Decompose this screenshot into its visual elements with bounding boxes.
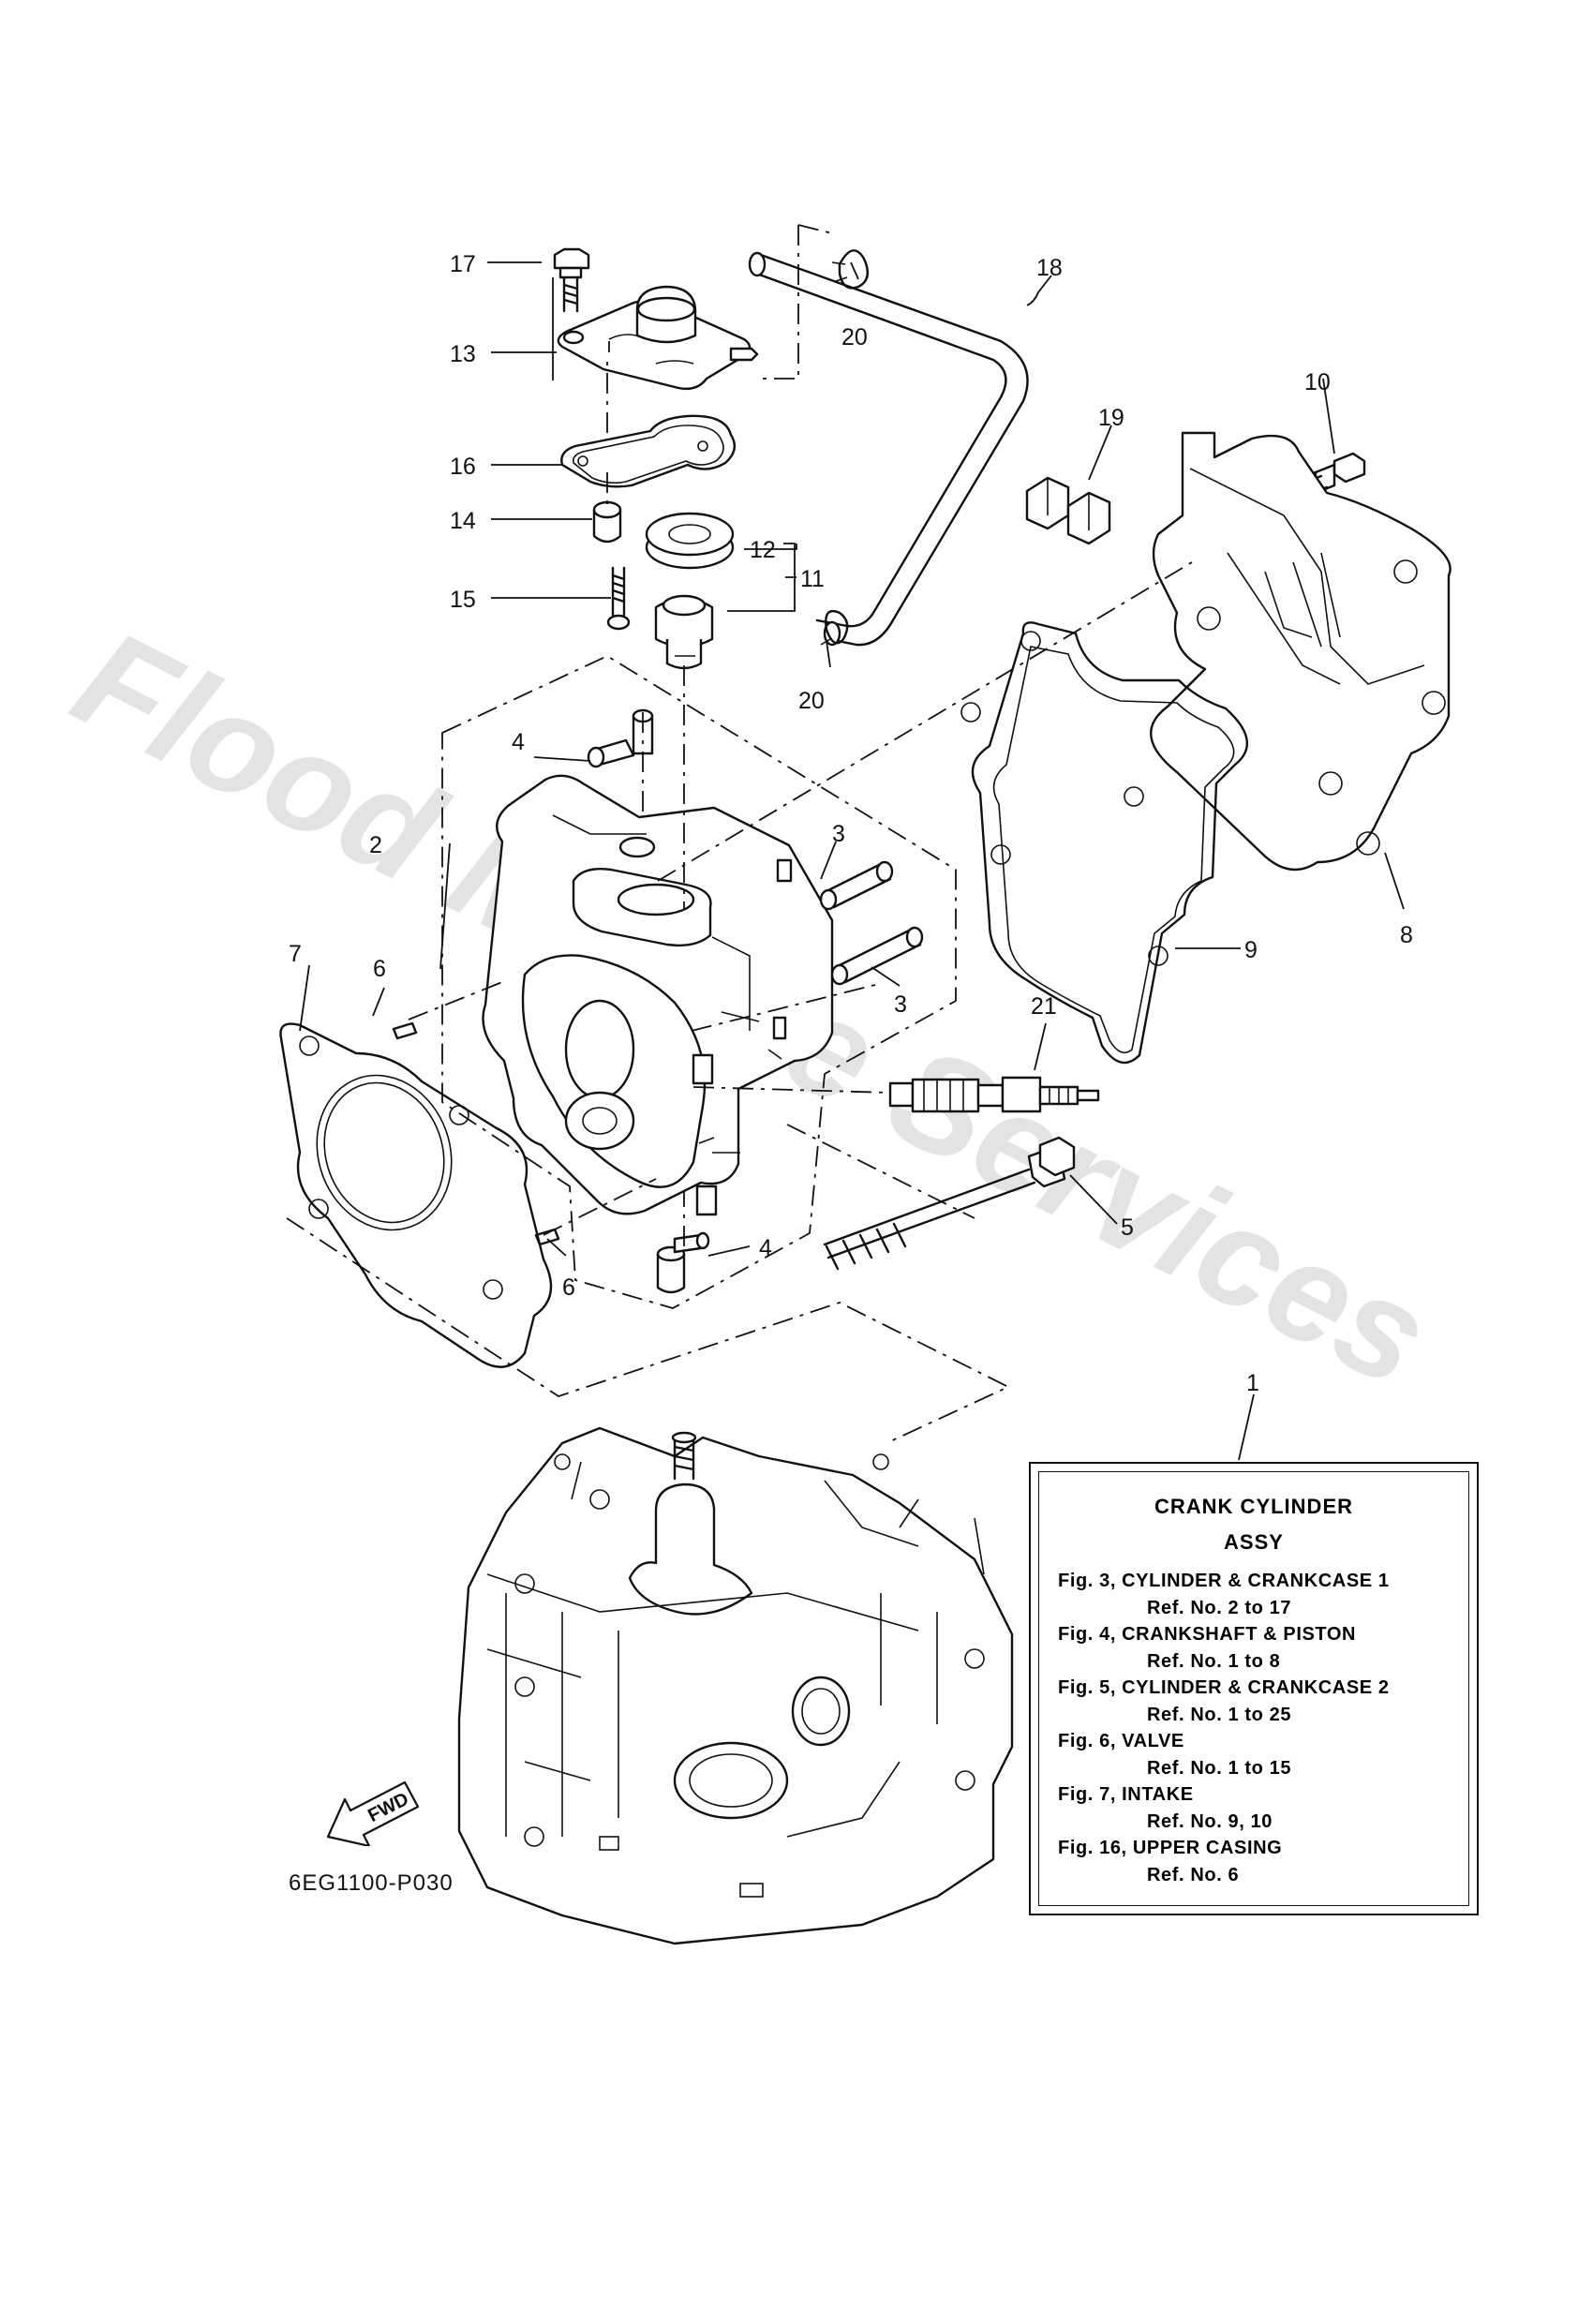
callout-1: 1 [1246,1370,1259,1396]
callout-labels: 17 13 16 14 15 12 11 20 20 18 19 10 8 9 … [289,251,1413,1396]
part-2-cylinder-head [482,774,834,1216]
part-12-seal [645,512,735,570]
part-20-clamp-upper [831,249,870,290]
diagram-code: 6EG1100-P030 [289,1870,454,1896]
callout-4-upper: 4 [512,729,525,755]
part-11-thermostat [654,594,714,670]
callout-11: 11 [800,566,825,592]
reference-range: Ref. No. 1 to 25 [1147,1704,1292,1725]
reference-box-subtitle: ASSY [1224,1530,1284,1554]
callout-10: 10 [1304,369,1331,395]
reference-range: Ref. No. 1 to 15 [1147,1757,1292,1779]
callout-21: 21 [1031,993,1057,1020]
figure-reference: Fig. 7, INTAKE [1058,1784,1194,1805]
part-7-head-gasket [279,1022,553,1368]
part-5-bolt [823,1136,1076,1271]
part-16-gasket [560,414,737,488]
part-8-exhaust-cover [1150,431,1451,872]
part-6-dowel-upper [392,1021,418,1040]
callout-3-lower: 3 [894,991,907,1018]
reference-range: Ref. No. 2 to 17 [1147,1597,1292,1618]
reference-list: Fig. 3, CYLINDER & CRANKCASE 1 Ref. No. 2… [1049,1568,1459,1888]
reference-range: Ref. No. 9, 10 [1147,1810,1273,1832]
reference-box: CRANK CYLINDER ASSY Fig. 3, CYLINDER & C… [1029,1462,1479,1915]
part-17-bolt [553,247,590,313]
callout-4-lower: 4 [759,1235,772,1261]
callout-13: 13 [450,341,476,367]
figure-reference: Fig. 3, CYLINDER & CRANKCASE 1 [1058,1571,1390,1591]
callout-8: 8 [1400,922,1413,948]
callout-14: 14 [450,508,476,534]
cylinder-group-boundary [441,654,957,1309]
figure-reference: Fig. 5, CYLINDER & CRANKCASE 2 [1058,1677,1390,1698]
callout-18: 18 [1036,255,1063,281]
part-15-bolt [606,566,631,631]
reference-box-inner: CRANK CYLINDER ASSY Fig. 3, CYLINDER & C… [1038,1471,1469,1906]
callout-17: 17 [450,251,476,277]
callout-6-upper: 6 [373,956,386,982]
figure-reference: Fig. 6, VALVE [1058,1731,1184,1751]
reference-box-title: CRANK CYLINDER [1154,1495,1353,1518]
callout-5: 5 [1121,1214,1134,1241]
callout-19: 19 [1098,405,1124,431]
reference-range: Ref. No. 1 to 8 [1147,1650,1281,1672]
part-21-spark-plug [888,1076,1100,1113]
callout-15: 15 [450,587,476,613]
callout-16: 16 [450,454,476,480]
part-13-thermostat-cover [557,285,759,391]
part-3-sleeve-lower [830,926,924,986]
part-1-crankcase [457,1426,1014,1945]
callout-9: 9 [1244,937,1258,963]
part-14-collar [592,500,622,544]
figure-reference: Fig. 4, CRANKSHAFT & PISTON [1058,1624,1357,1645]
callout-6-lower: 6 [562,1274,575,1301]
callout-3-upper: 3 [832,821,845,847]
callout-7: 7 [289,941,302,967]
callout-2: 2 [369,832,382,858]
part-18-hose [748,251,1029,647]
fwd-arrow-icon: FWD [326,1780,420,1848]
callout-20-upper: 20 [841,324,868,350]
leader-lines [299,261,1405,1461]
callout-12: 12 [750,537,776,563]
figure-reference: Fig. 16, UPPER CASING [1058,1838,1283,1858]
part-20-clamp-lower [820,609,849,646]
connection-lines [286,224,1193,1444]
callout-20-lower: 20 [798,688,825,714]
reference-range: Ref. No. 6 [1147,1864,1240,1885]
part-3-sleeve-upper [819,860,894,911]
fwd-arrow: FWD [319,1762,431,1848]
part-4-fitting-lower [656,1231,710,1294]
part-19-clip [1025,476,1111,545]
part-9-gasket [960,621,1248,1065]
